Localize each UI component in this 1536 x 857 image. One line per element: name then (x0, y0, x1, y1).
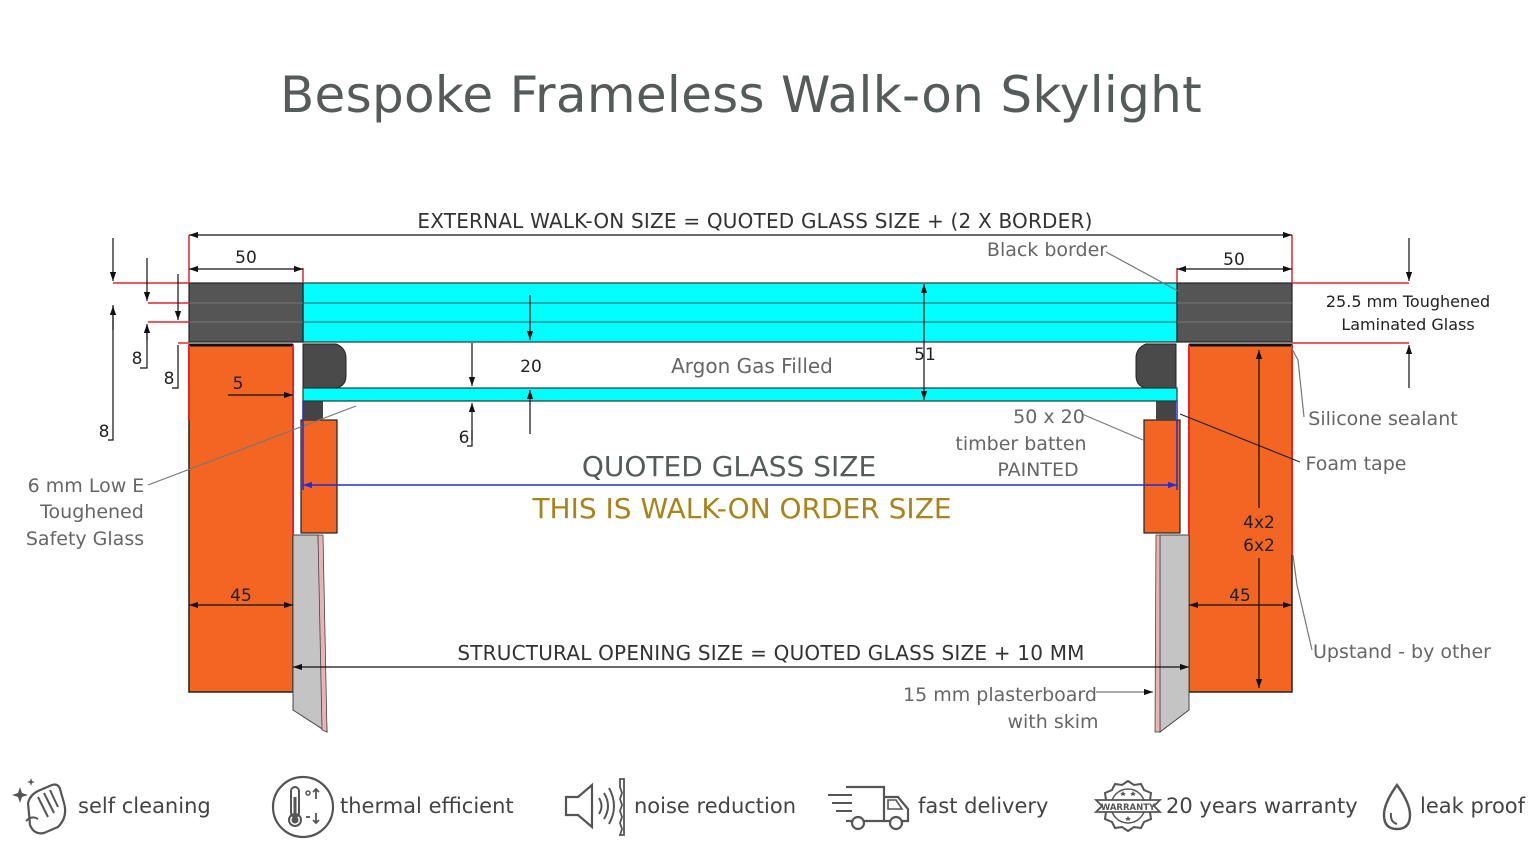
feature-self-cleaning: self cleaning (8, 768, 211, 843)
external-size-label: EXTERNAL WALK-ON SIZE = QUOTED GLASS SIZ… (417, 209, 1092, 233)
speaker-icon (564, 777, 625, 836)
dim-45-left-label: 45 (230, 586, 252, 606)
upstand-leader (1292, 554, 1313, 651)
dim8-leader-a (108, 305, 114, 441)
low-e-label-3: Safety Glass (26, 528, 144, 550)
batten-label-1: 50 x 20 (1013, 406, 1085, 428)
foam-tape-right (1156, 401, 1176, 420)
low-e-label-2: Toughened (39, 501, 144, 523)
low-e-label-1: 6 mm Low E (28, 475, 145, 497)
feature-fast-delivery: fast delivery (826, 768, 1048, 843)
silicone-leader (1290, 346, 1305, 418)
dim-51-label: 51 (914, 345, 936, 365)
black-border-left (188, 282, 304, 343)
upstand-size-1: 4x2 (1243, 513, 1275, 533)
batten-label-3: PAINTED (997, 459, 1078, 481)
quoted-glass-label: QUOTED GLASS SIZE (582, 450, 876, 483)
low-e-glass (302, 387, 1178, 402)
black-border-leader (1105, 251, 1179, 292)
silicone-spacer-right (1135, 343, 1177, 389)
plasterboard-skim-right (1154, 534, 1161, 733)
laminated-label-1: 25.5 mm Toughened (1326, 292, 1490, 311)
laminated-label-2: Laminated Glass (1341, 315, 1474, 334)
foam-tape-label: Foam tape (1306, 453, 1407, 475)
feature-bar: self cleaning thermal efficient noise re… (0, 768, 1536, 843)
feature-noise-reduction: noise reduction (562, 768, 796, 843)
dim-8a-label: 8 (99, 422, 110, 442)
dim6-leader (467, 430, 473, 447)
thermometer-icon (271, 775, 335, 838)
plaster-label-1: 15 mm plasterboard (903, 684, 1097, 706)
feature-label: leak proof (1420, 793, 1526, 818)
order-size-label: THIS IS WALK-ON ORDER SIZE (531, 492, 951, 525)
black-border-right (1176, 282, 1293, 343)
dim-45-right-label: 45 (1229, 586, 1251, 606)
warranty-badge-text: WARRANTY (1101, 803, 1156, 813)
self-cleaning-icon (12, 777, 67, 834)
timber-batten-right (1143, 419, 1181, 534)
plasterboard-right (1159, 534, 1190, 734)
dim8-leader-c (172, 345, 179, 389)
warranty-badge-icon: WARRANTY (1094, 779, 1162, 832)
low-e-leader (147, 405, 357, 486)
feature-thermal-efficient: thermal efficient (270, 768, 514, 843)
feature-label: noise reduction (634, 793, 797, 818)
argon-label: Argon Gas Filled (671, 354, 833, 378)
structural-label: STRUCTURAL OPENING SIZE = QUOTED GLASS S… (457, 641, 1084, 665)
batten-label-2: timber batten (955, 433, 1086, 455)
dim-20-label: 20 (520, 357, 542, 377)
laminated-glass (302, 282, 1178, 343)
feature-leak-proof: leak proof (1378, 768, 1525, 843)
dim-8c-label: 8 (164, 369, 175, 389)
batten-leader (1081, 413, 1144, 441)
black-border-label: Black border (987, 239, 1107, 261)
dim-6-label: 6 (459, 428, 470, 448)
foam-tape-leader (1179, 413, 1301, 463)
upstand-label: Upstand - by other (1313, 641, 1491, 663)
upstand-size-bg (1239, 508, 1279, 558)
feature-label: 20 years warranty (1166, 793, 1358, 818)
upstand-size-2: 6x2 (1243, 536, 1275, 556)
dim-5-label: 5 (233, 374, 244, 394)
plaster-label-2: with skim (1007, 711, 1098, 733)
timber-batten-left (300, 419, 338, 534)
feature-label: fast delivery (918, 793, 1049, 818)
silicone-spacer-left (302, 343, 347, 389)
feature-label: thermal efficient (340, 793, 514, 818)
water-drop-icon (1382, 782, 1412, 830)
delivery-truck-icon (828, 785, 910, 830)
upstand-left (188, 344, 294, 693)
silicone-label: Silicone sealant (1308, 408, 1457, 430)
dim-8b-label: 8 (132, 349, 143, 369)
border-left-label: 50 (235, 248, 257, 268)
feature-label: self cleaning (78, 793, 211, 818)
feature-warranty: WARRANTY 20 years warranty (1094, 768, 1358, 843)
border-right-label: 50 (1223, 250, 1245, 270)
page-title: Bespoke Frameless Walk-on Skylight (279, 66, 1203, 124)
foam-tape-left (303, 401, 323, 420)
